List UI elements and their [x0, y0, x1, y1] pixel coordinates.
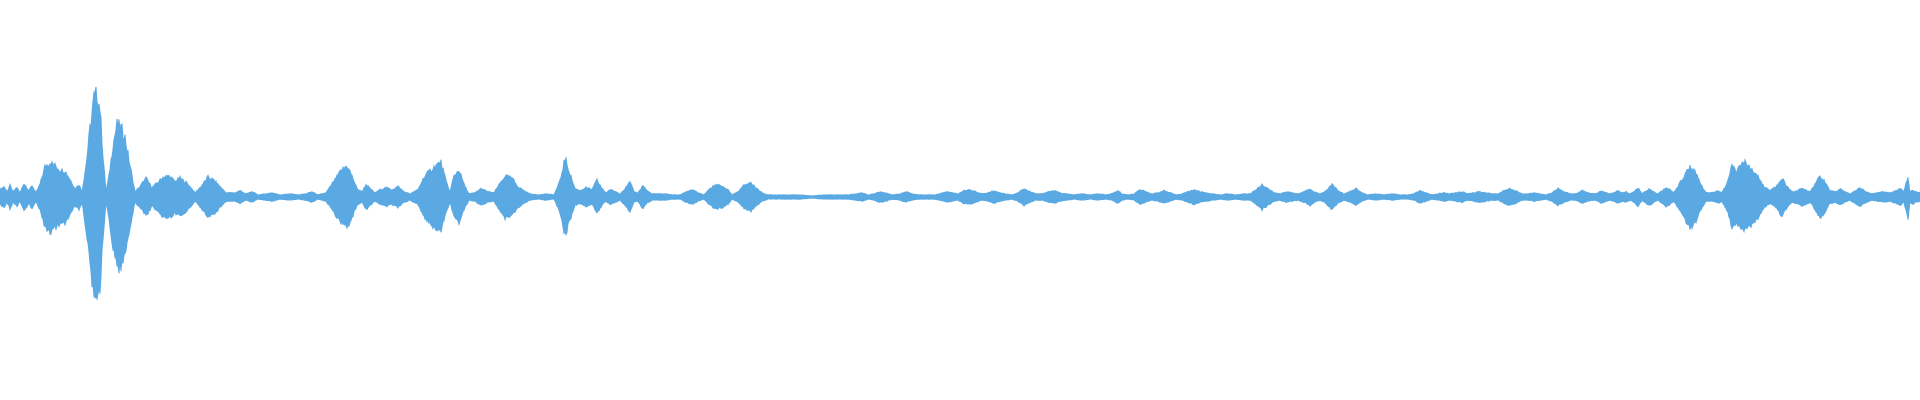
- waveform-shape: [0, 86, 1920, 302]
